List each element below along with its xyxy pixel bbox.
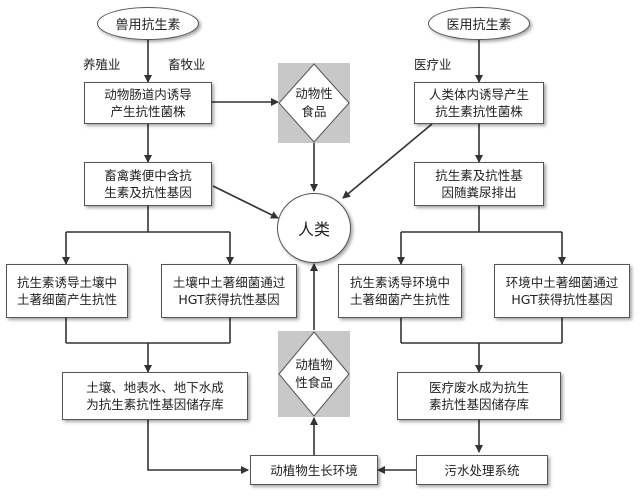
diamond-shape-icon bbox=[278, 63, 350, 143]
node-animal-food-label: 动物性 食品 bbox=[295, 86, 333, 119]
edge-label-aquaculture: 养殖业 bbox=[83, 57, 121, 72]
node-vet-antibiotics-label: 兽用抗生素 bbox=[115, 18, 181, 33]
arrow-soil-merge bbox=[65, 318, 231, 344]
node-medical-antibiotics-label: 医用抗生素 bbox=[446, 18, 512, 33]
node-livestock-manure: 畜禽粪便中含抗 生素及抗性基因 bbox=[84, 162, 212, 206]
arrow-excreted-split bbox=[401, 206, 562, 233]
edge-label-animal-husbandry: 畜牧业 bbox=[168, 57, 206, 72]
edge-label-medical-industry: 医疗业 bbox=[414, 57, 452, 72]
arrow-soil-reservoir-to-env bbox=[147, 420, 249, 474]
node-plant-food: 动植物 性食品 bbox=[278, 331, 350, 417]
node-animal-food: 动物性 食品 bbox=[278, 63, 350, 143]
node-soil-hgt: 土壤中土著细菌通过 HGT获得抗性基因 bbox=[161, 264, 297, 318]
node-sewage-system: 污水处理系统 bbox=[416, 455, 548, 485]
node-plant-environment: 动植物生长环境 bbox=[250, 455, 378, 485]
node-humans: 人类 bbox=[277, 193, 351, 263]
node-humans-label: 人类 bbox=[297, 220, 330, 239]
diamond-shape-icon bbox=[278, 331, 350, 417]
node-excreted: 抗生素及抗性基 因随粪尿排出 bbox=[414, 162, 544, 206]
node-medical-antibiotics: 医用抗生素 bbox=[428, 7, 530, 40]
arrow-manure-split bbox=[66, 206, 230, 233]
arrow-human-body-to-humans bbox=[342, 123, 433, 199]
arrow-manure-to-humans bbox=[212, 185, 279, 219]
node-wastewater-reservoir: 医疗废水成为抗生 素抗性基因储存库 bbox=[397, 372, 561, 420]
node-env-hgt: 环境中土著细菌通过 HGT获得抗性基因 bbox=[494, 264, 630, 318]
node-soil-reservoir: 土壤、地表水、地下水成 为抗生素抗性基因储存库 bbox=[62, 372, 248, 420]
node-animal-gut: 动物肠道内诱导 产生抗性菌株 bbox=[84, 82, 212, 124]
node-soil-induce: 抗生素诱导土壤中 土著细菌产生抗性 bbox=[6, 264, 128, 318]
node-human-body: 人类体内诱导产生 抗生素抗性菌株 bbox=[414, 82, 544, 124]
node-plant-food-label: 动植物 性食品 bbox=[295, 357, 333, 390]
node-env-induce: 抗生素诱导环境中 土著细菌产生抗性 bbox=[338, 264, 462, 318]
node-vet-antibiotics: 兽用抗生素 bbox=[97, 7, 199, 40]
arrow-env-merge bbox=[400, 318, 563, 344]
